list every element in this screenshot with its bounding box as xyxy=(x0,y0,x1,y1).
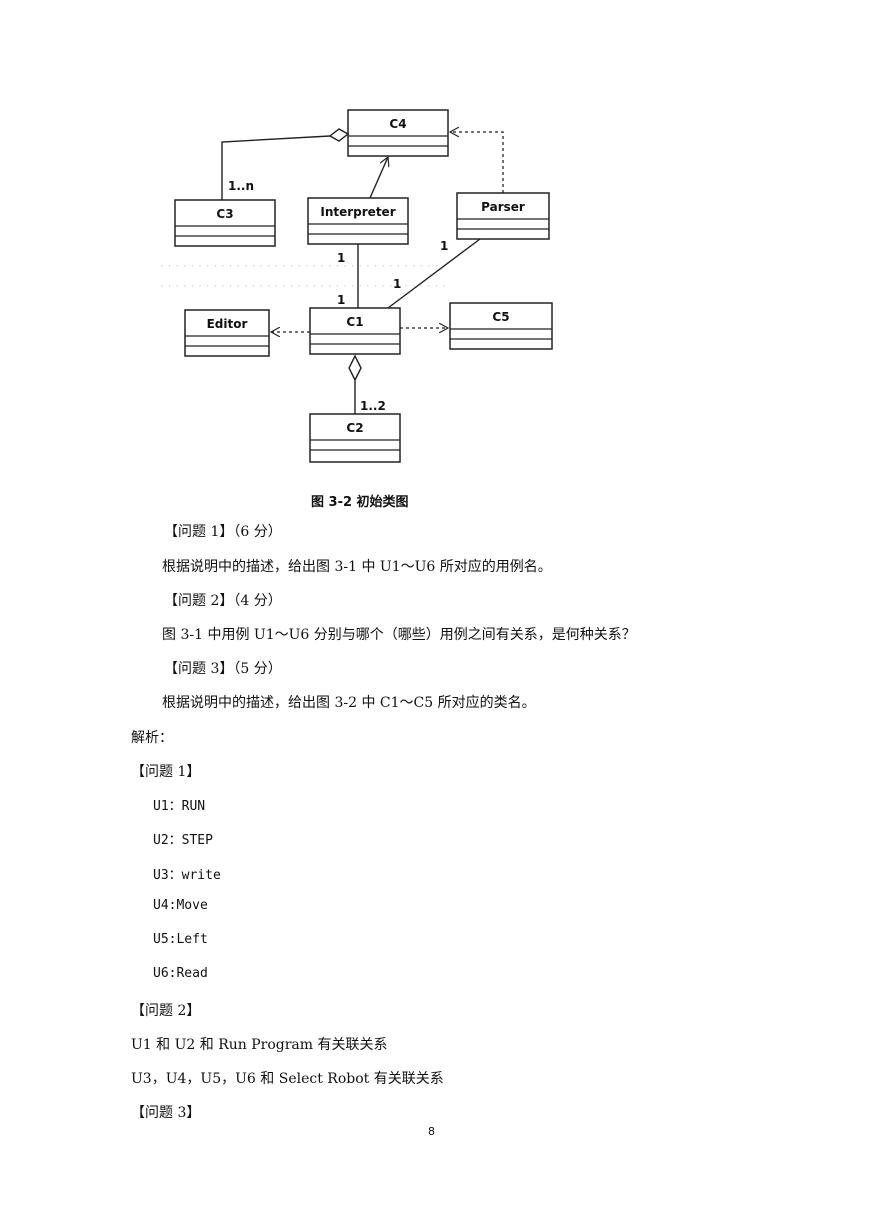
class-box-interpreter: Interpreter xyxy=(307,197,409,245)
multiplicity-parser-bottom: 1 xyxy=(393,277,401,291)
answer-u5: U5:Left xyxy=(153,932,208,947)
class-box-parser: Parser xyxy=(456,192,550,240)
question-3-heading: 【问题 3】（5 分） xyxy=(164,661,282,677)
answer-u3: U3：write xyxy=(153,868,221,883)
multiplicity-c3-c4: 1..n xyxy=(228,179,254,193)
class-name-interpreter: Interpreter xyxy=(320,205,395,219)
class-box-c5: C5 xyxy=(449,302,553,350)
aggregation-c2-c1 xyxy=(348,354,362,414)
class-name-parser: Parser xyxy=(481,200,525,214)
arrow-interpreter-c4 xyxy=(369,157,388,199)
figure-caption: 图 3-2 初始类图 xyxy=(311,495,409,510)
multiplicity-c1-c2: 1..2 xyxy=(360,399,386,413)
class-name-c3: C3 xyxy=(216,207,233,221)
page-number: 8 xyxy=(428,1125,435,1138)
answer-u1: U1：RUN xyxy=(153,799,206,814)
class-box-c2: C2 xyxy=(309,413,401,463)
class-box-c4: C4 xyxy=(347,109,449,157)
class-name-c1: C1 xyxy=(346,315,363,329)
analysis-q2-heading: 【问题 2】 xyxy=(131,1003,201,1019)
answer-u4: U4:Move xyxy=(153,898,208,913)
class-name-editor: Editor xyxy=(207,317,248,331)
question-1-heading: 【问题 1】（6 分） xyxy=(164,524,282,540)
multiplicity-interpreter-top: 1 xyxy=(337,251,345,265)
aggregation-c3-c4 xyxy=(221,128,350,200)
class-diagram-svg: · · · · · · · · · · · · · · · · · · · · … xyxy=(160,109,553,463)
analysis-q1-heading: 【问题 1】 xyxy=(131,764,201,780)
bleed-through-noise: · · · · · · · · · · · · · · · · · · · · … xyxy=(160,259,446,273)
question-1-body: 根据说明中的描述，给出图 3-1 中 U1～U6 所对应的用例名。 xyxy=(162,559,552,575)
analysis-q3-heading: 【问题 3】 xyxy=(131,1105,201,1121)
dependency-parser-c4 xyxy=(450,132,504,193)
class-name-c4: C4 xyxy=(389,117,406,131)
question-2-heading: 【问题 2】（4 分） xyxy=(164,593,282,609)
class-box-c3: C3 xyxy=(174,199,276,247)
class-diagram: · · · · · · · · · · · · · · · · · · · · … xyxy=(160,100,580,480)
bleed-through-noise: · · · · · · · · · · · · · · · · · · · · … xyxy=(160,279,446,293)
answer-u2: U2：STEP xyxy=(153,833,213,848)
class-name-c5: C5 xyxy=(492,310,509,324)
question-3-body: 根据说明中的描述，给出图 3-2 中 C1～C5 所对应的类名。 xyxy=(162,695,536,711)
multiplicity-interpreter-bottom: 1 xyxy=(337,293,345,307)
class-box-editor: Editor xyxy=(184,309,270,357)
class-box-c1: C1 xyxy=(309,307,401,355)
answer-q2-line-1: U1 和 U2 和 Run Program 有关联关系 xyxy=(131,1037,388,1053)
association-parser-c1 xyxy=(387,238,481,309)
multiplicity-parser-top: 1 xyxy=(440,239,448,253)
answer-u6: U6:Read xyxy=(153,966,208,981)
analysis-label: 解析： xyxy=(131,730,173,746)
class-name-c2: C2 xyxy=(346,421,363,435)
answer-q2-line-2: U3，U4，U5，U6 和 Select Robot 有关联关系 xyxy=(131,1071,444,1087)
question-2-body: 图 3-1 中用例 U1～U6 分别与哪个（哪些）用例之间有关系，是何种关系？ xyxy=(162,627,636,643)
